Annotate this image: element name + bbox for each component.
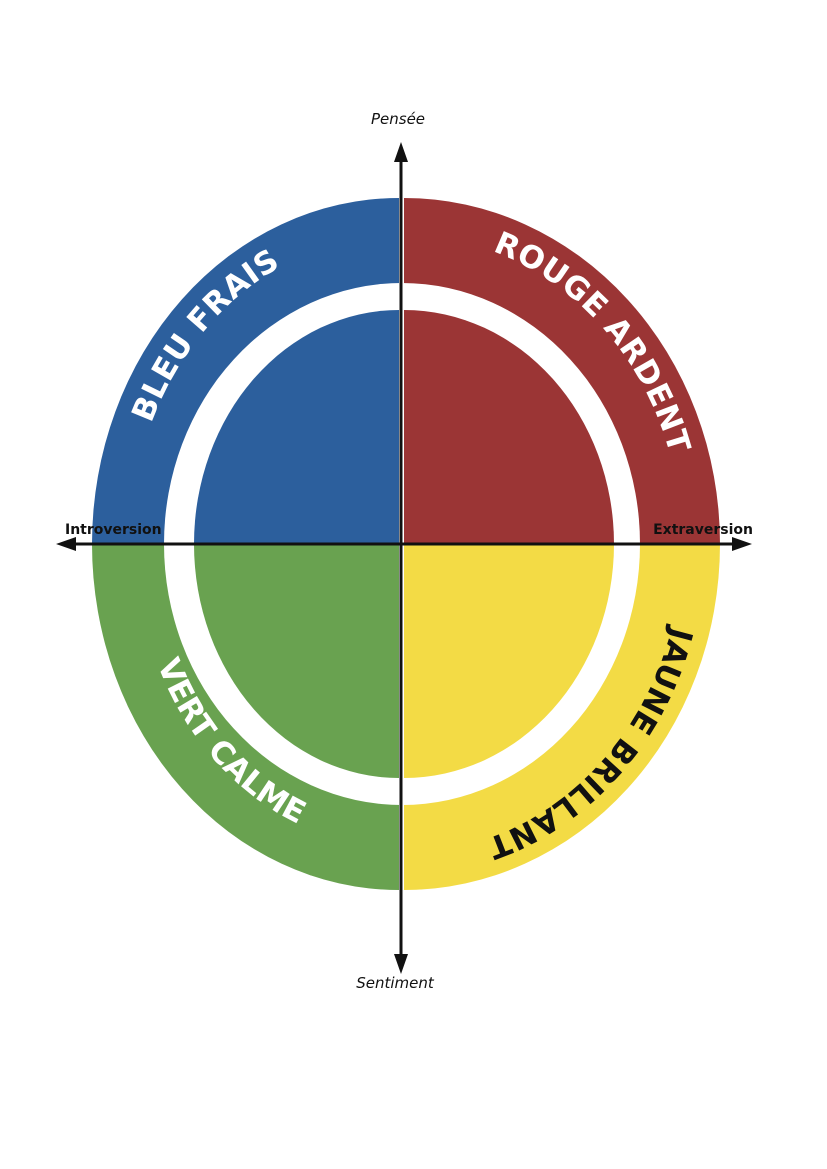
axis-label-bottom: Sentiment — [356, 974, 435, 992]
quadrant-blue-inner — [194, 310, 399, 544]
arrow-up-icon — [394, 142, 408, 162]
quadrant-red-inner — [404, 310, 614, 544]
axis-label-top: Pensée — [371, 110, 425, 128]
quadrant-yellow-inner — [404, 544, 614, 778]
axis-label-left: Introversion — [65, 522, 162, 538]
arrow-left-icon — [56, 537, 76, 551]
axis-label-right: Extraversion — [653, 522, 753, 538]
quadrant-green-inner — [194, 544, 399, 778]
arrow-down-icon — [394, 954, 408, 974]
arrow-right-icon — [732, 537, 752, 551]
axes — [56, 142, 752, 974]
